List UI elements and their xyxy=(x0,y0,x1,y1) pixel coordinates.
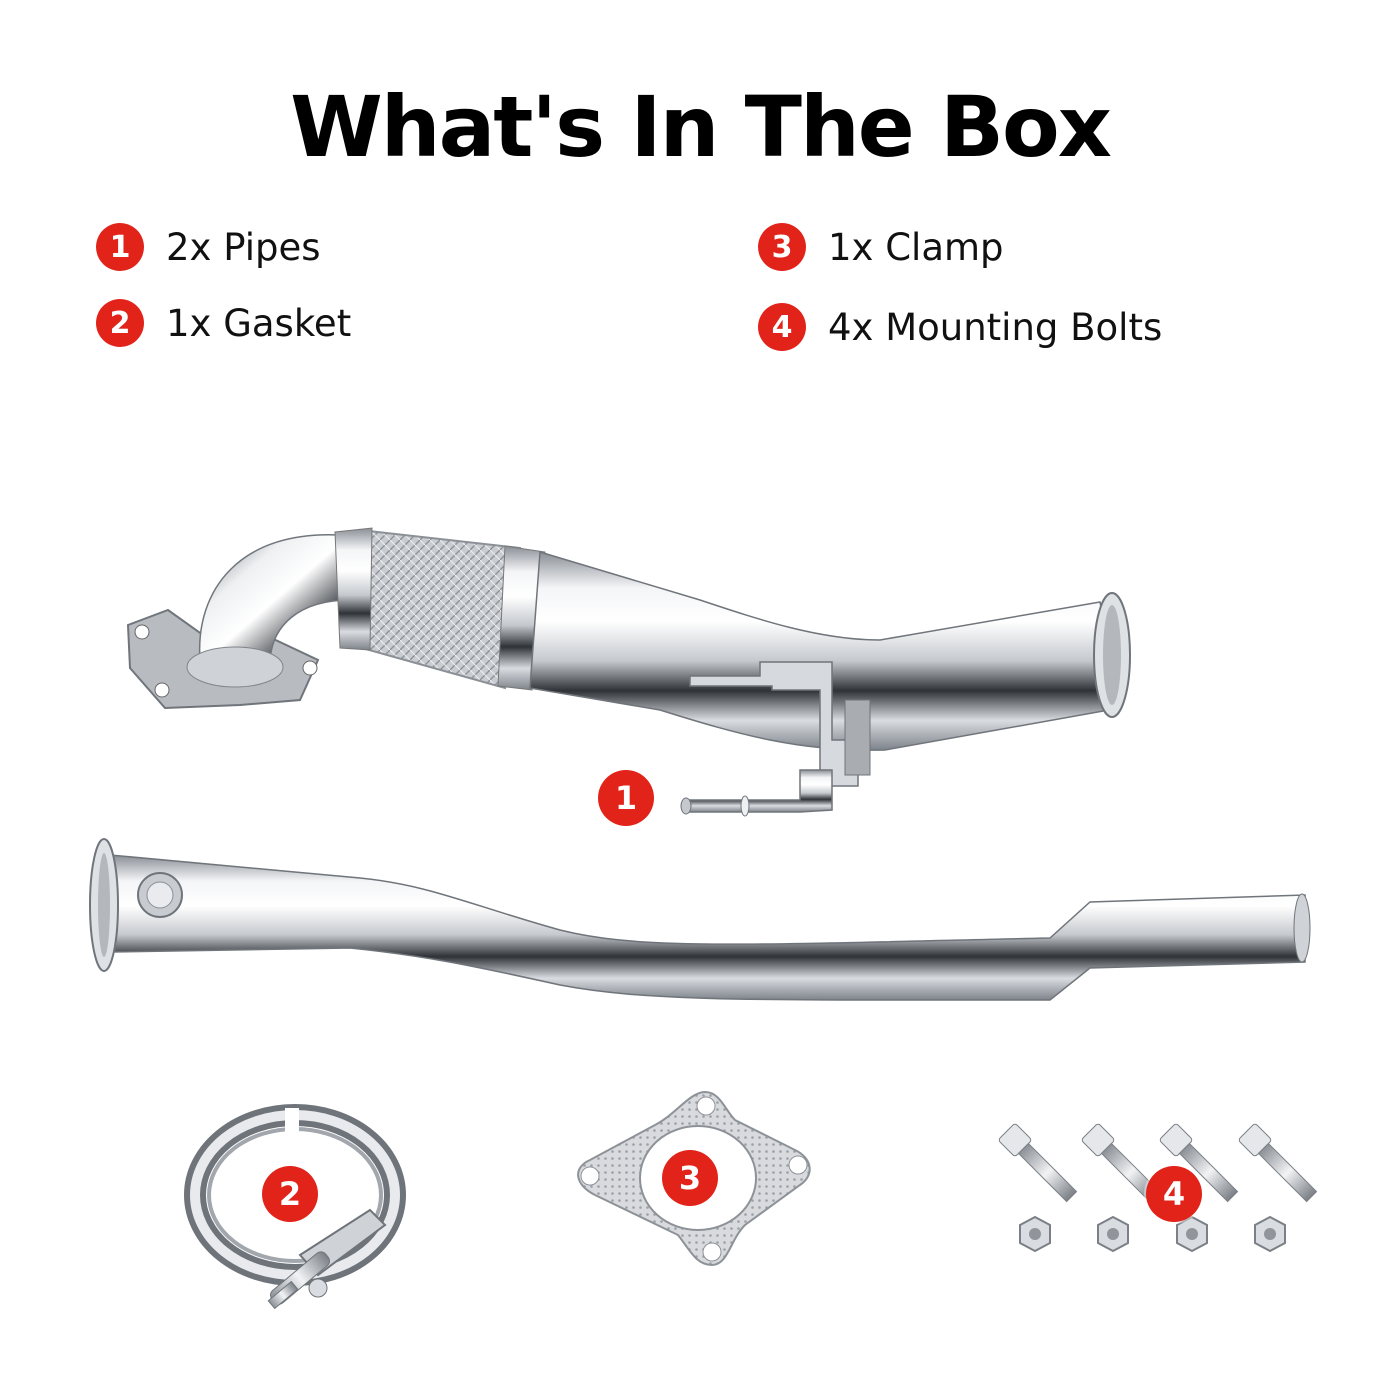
pipe-outlet xyxy=(1293,893,1311,963)
legend-badge: 1 xyxy=(96,223,144,271)
legend-label: 4x Mounting Bolts xyxy=(828,305,1163,349)
downpipe-lower xyxy=(89,838,1311,1001)
legend-item-gasket: 2 1x Gasket xyxy=(96,298,351,348)
flex-collar xyxy=(334,527,373,651)
downpipe-upper xyxy=(126,527,1131,817)
vband-clamp-image xyxy=(184,1104,406,1310)
fitting-tip xyxy=(680,797,692,815)
legend-item-pipes: 1 2x Pipes xyxy=(96,222,321,272)
pipes-callout-badge: 1 xyxy=(598,770,654,826)
legend-badge: 3 xyxy=(758,223,806,271)
pipe-tube xyxy=(529,551,1121,751)
vacuum-fitting xyxy=(685,769,833,813)
bolts-callout-badge: 4 xyxy=(1146,1166,1202,1222)
vband-flange-inner xyxy=(98,853,110,957)
gasket-callout-badge: 3 xyxy=(662,1150,718,1206)
legend-label: 2x Pipes xyxy=(166,225,321,269)
flex-section xyxy=(358,528,522,690)
legend-item-bolts: 4 4x Mounting Bolts xyxy=(758,302,1162,352)
flange-hole xyxy=(154,682,170,698)
vband-flange-inner xyxy=(1103,605,1121,705)
flange-hole xyxy=(134,624,150,640)
clamp-callout-badge: 2 xyxy=(262,1166,318,1222)
o2-bung-plug xyxy=(146,881,174,909)
nuts xyxy=(1019,1215,1286,1253)
page-title: What's In The Box xyxy=(290,78,1112,176)
legend-badge: 2 xyxy=(96,299,144,347)
legend-label: 1x Clamp xyxy=(828,225,1004,269)
legend-item-clamp: 3 1x Clamp xyxy=(758,222,1004,272)
legend-badge: 4 xyxy=(758,303,806,351)
bracket-weld xyxy=(844,699,871,776)
pipe-tube xyxy=(109,854,1306,1001)
o2-bracket xyxy=(689,661,859,787)
flange-hole xyxy=(302,660,318,676)
legend-label: 1x Gasket xyxy=(166,301,352,345)
fitting-ring xyxy=(740,795,750,817)
bolts-image xyxy=(998,1123,1318,1253)
elbow-weld xyxy=(186,646,284,688)
